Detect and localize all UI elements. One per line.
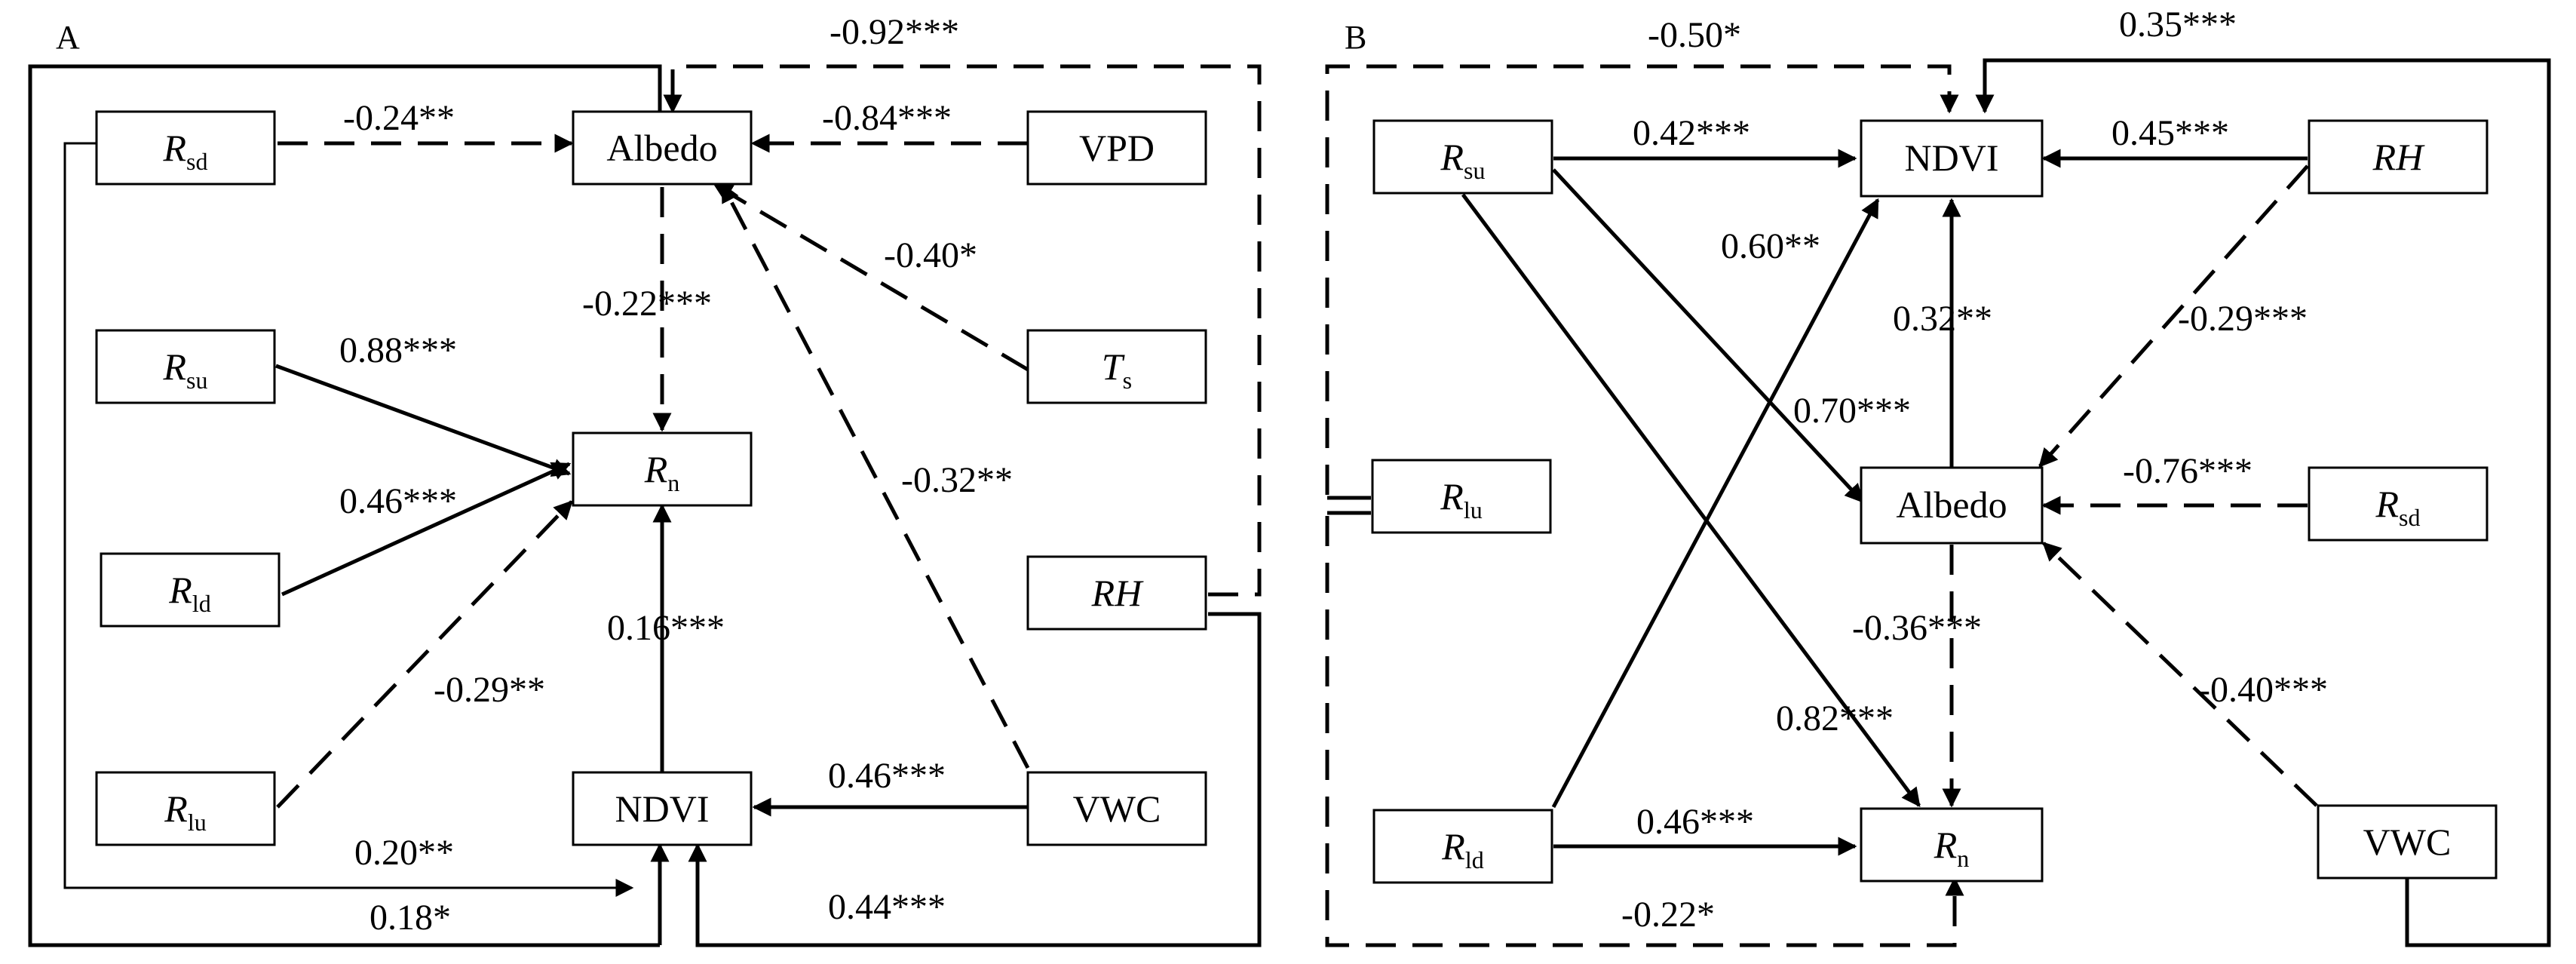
edge-rh-ndvi — [688, 612, 1262, 947]
svg-text:Albedo: Albedo — [1896, 484, 2007, 526]
edge-rld-rn — [281, 462, 572, 597]
svg-text:Rld: Rld — [168, 569, 210, 617]
svg-text:Rsu: Rsu — [163, 345, 208, 394]
coef-rsu-rn: 0.82*** — [1776, 698, 1894, 738]
edge-rsd-ndvi — [63, 142, 634, 897]
svg-text:Rn: Rn — [644, 448, 680, 496]
panel-b-letter: B — [1345, 19, 1366, 56]
node-rld: Rld — [100, 552, 281, 628]
svg-text:Ts: Ts — [1102, 345, 1132, 394]
coef-rsu-ndvi: 0.18* — [370, 898, 451, 938]
coef-vpd-albedo: -0.84*** — [822, 98, 952, 138]
node-rld: Rld — [1372, 809, 1553, 884]
svg-text:VWC: VWC — [1073, 787, 1161, 830]
coef-vwc-albedo: -0.32** — [901, 460, 1013, 500]
svg-text:VPD: VPD — [1079, 127, 1155, 169]
coef-rh-albedo: -0.92*** — [830, 12, 959, 52]
coef-rld-ndvi: 0.60** — [1721, 226, 1820, 266]
coef-rld-rn: 0.46*** — [339, 481, 457, 521]
coef-rlu-ndvi: -0.50* — [1648, 15, 1741, 55]
node-rsd: Rsd — [95, 110, 276, 186]
svg-text:Rsd: Rsd — [2375, 483, 2421, 531]
svg-text:Rld: Rld — [1441, 825, 1483, 873]
node-rsd: Rsd — [2308, 466, 2489, 542]
coef-rsd-albedo: -0.76*** — [2123, 451, 2252, 491]
edge-vwc-ndvi — [1975, 58, 2551, 947]
coef-vwc-albedo: -0.40*** — [2198, 670, 2328, 710]
coef-albedo-rn: -0.36*** — [1852, 608, 1982, 648]
panel-b: B NDVI Rsu RH R — [1325, 5, 2551, 947]
node-rsu: Rsu — [95, 329, 276, 404]
svg-text:Rn: Rn — [1934, 824, 1970, 872]
svg-text:RH: RH — [2372, 136, 2426, 178]
svg-text:Rlu: Rlu — [1440, 475, 1482, 523]
panel-a-letter: A — [56, 19, 80, 56]
edge-rh-albedo — [663, 64, 1262, 597]
edge-rsu-rn — [1461, 193, 1921, 808]
node-ndvi: NDVI — [1860, 119, 2044, 198]
node-rlu: Rlu — [95, 771, 276, 846]
coef-rlu-rn: -0.29** — [434, 670, 545, 710]
edge-rh-albedo — [2038, 164, 2309, 468]
coef-rsu-ndvi: 0.42*** — [1633, 113, 1750, 153]
coef-ndvi-rn: 0.16*** — [607, 608, 725, 648]
coef-rh-albedo: -0.29*** — [2178, 299, 2308, 339]
edge-vwc-albedo — [720, 183, 1030, 769]
node-rh: RH — [2308, 119, 2489, 195]
coef-rlu-rn: -0.22* — [1621, 895, 1715, 935]
node-rsu: Rsu — [1372, 119, 1553, 195]
coef-vwc-ndvi: 0.35*** — [2119, 5, 2237, 45]
node-vwc: VWC — [1026, 771, 1207, 846]
edge-rld-ndvi — [1551, 198, 1880, 809]
coef-rsu-albedo: 0.70*** — [1793, 391, 1911, 431]
edge-rsu-rn — [275, 364, 572, 477]
svg-text:Rsu: Rsu — [1440, 136, 1486, 184]
node-albedo: Albedo — [572, 110, 753, 186]
svg-text:Albedo: Albedo — [606, 127, 717, 169]
node-albedo: Albedo — [1860, 466, 2044, 545]
edge-rsu-albedo — [1552, 168, 1864, 503]
edge-rsu-ndvi — [28, 64, 662, 947]
node-ts: Ts — [1026, 329, 1207, 404]
node-rh: RH — [1026, 555, 1207, 631]
coef-ts-albedo: -0.40* — [884, 235, 977, 275]
coef-rh-ndvi: 0.45*** — [2111, 113, 2229, 153]
coef-albedo-ndvi: 0.32** — [1893, 299, 1992, 339]
svg-text:Rsd: Rsd — [163, 127, 208, 175]
node-vpd: VPD — [1026, 110, 1207, 186]
coef-rsd-ndvi: 0.20** — [354, 833, 454, 873]
edge-rlu-rn — [276, 500, 573, 809]
node-rn: Rn — [1860, 807, 2044, 883]
coef-rsd-albedo: -0.24** — [343, 98, 455, 138]
node-rlu: Rlu — [1371, 459, 1552, 534]
coef-rsu-rn: 0.88*** — [339, 330, 457, 370]
node-rn: Rn — [572, 431, 753, 507]
edge-ts-albedo — [713, 183, 1029, 372]
node-vwc: VWC — [2317, 804, 2498, 880]
coef-rld-rn: 0.46*** — [1636, 802, 1754, 842]
svg-text:Rlu: Rlu — [164, 787, 206, 836]
node-ndvi: NDVI — [572, 771, 753, 846]
coef-albedo-rn: -0.22*** — [582, 284, 712, 324]
coef-rh-ndvi: 0.44*** — [828, 887, 946, 927]
svg-text:VWC: VWC — [2363, 821, 2452, 863]
panel-a: A Albedo VPD Ts Rn — [28, 12, 1262, 947]
svg-text:RH: RH — [1091, 572, 1145, 614]
edge-vwc-albedo — [2042, 542, 2318, 807]
coef-vwc-ndvi: 0.46*** — [828, 756, 946, 796]
svg-text:NDVI: NDVI — [1905, 137, 1999, 179]
svg-text:NDVI: NDVI — [615, 787, 710, 830]
